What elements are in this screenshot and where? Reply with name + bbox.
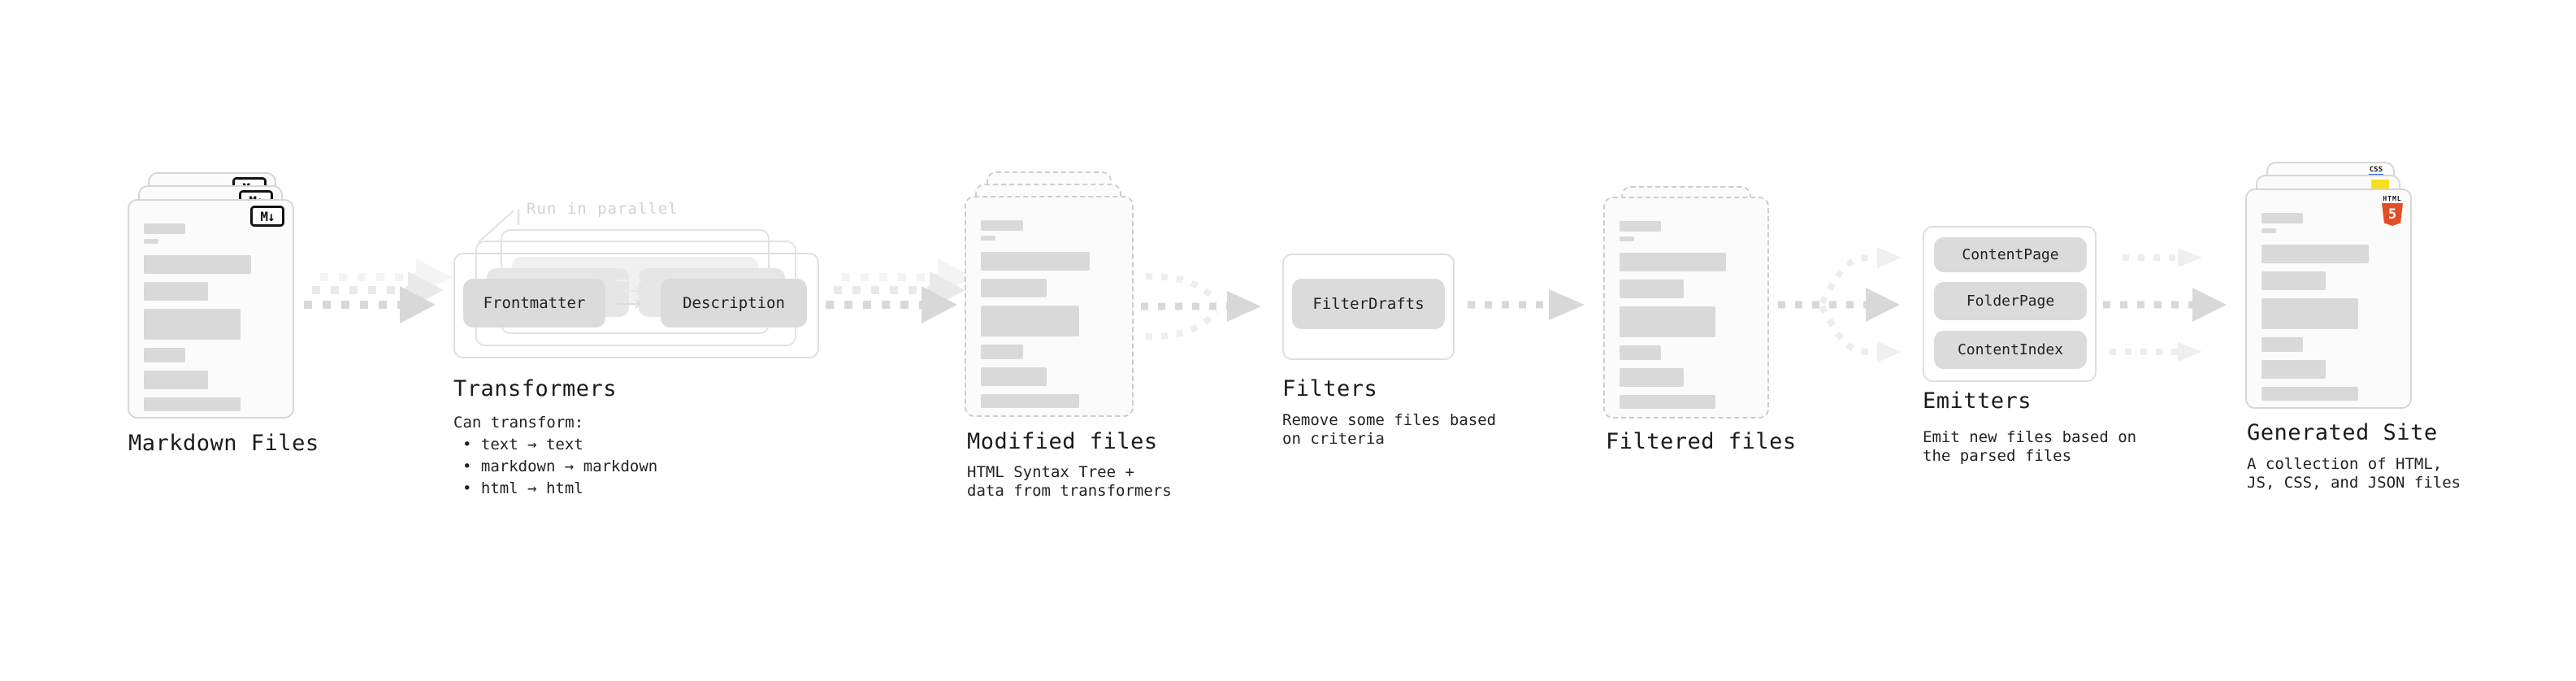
text-line-bar [1620, 395, 1716, 409]
html5-five: 5 [2387, 206, 2397, 223]
html5-word: HTML [2383, 195, 2402, 202]
text-line-bar [2262, 298, 2358, 329]
parallel-note-connector [478, 210, 520, 243]
markdown-icon-label: M↓ [260, 208, 275, 224]
arrow-markdown-to-transformers [304, 258, 452, 323]
text-line-bar [144, 309, 241, 340]
contentpage-pill: ContentPage [1934, 237, 2087, 272]
text-line-bar [144, 223, 186, 234]
emitters-label: Emitters [1923, 388, 2032, 414]
transform-step-arrow [616, 275, 642, 285]
text-line-bar [144, 239, 159, 244]
arrow-filters-to-filtered [1468, 289, 1585, 320]
text-line-bar [1620, 368, 1684, 387]
text-line-bar [1620, 253, 1727, 271]
text-line-bar [981, 394, 1079, 408]
text-line-bar [981, 306, 1079, 336]
text-line-bar [1620, 306, 1716, 337]
generated-file-card-front: HTML 5 [2245, 189, 2412, 409]
text-line-bar [981, 236, 996, 241]
filterdrafts-pill: FilterDrafts [1292, 279, 1445, 329]
html5-icon: HTML 5 [2381, 195, 2404, 226]
markdown-icon: M↓ [250, 206, 284, 227]
emitters-frame [1923, 226, 2097, 382]
text-line-bar [144, 282, 209, 301]
emitters-desc: Emit new files based on the parsed files [1923, 428, 2137, 465]
text-line-bar [2262, 228, 2277, 233]
transform-bullet: • markdown → markdown [462, 458, 658, 475]
text-line-bar [981, 345, 1024, 359]
run-in-parallel-note: Run in parallel [527, 200, 679, 218]
js-badge [2371, 180, 2389, 190]
transformers-desc-heading: Can transform: [453, 414, 584, 432]
html5-shield: 5 [2382, 203, 2403, 226]
filtered-files-label: Filtered files [1606, 429, 1797, 454]
text-line-bar [1620, 345, 1661, 360]
generated-site-label: Generated Site [2247, 420, 2438, 445]
text-line-bar [144, 255, 251, 274]
arrow-filtered-to-emitters [1778, 247, 1902, 362]
text-line-bar [2262, 245, 2369, 263]
markdown-files-label: Markdown Files [128, 431, 319, 456]
filters-label: Filters [1282, 376, 1378, 401]
transform-step-arrow [616, 286, 642, 296]
generated-site-desc: A collection of HTML, JS, CSS, and JSON … [2247, 455, 2461, 492]
arrow-modified-to-filters [1141, 273, 1261, 340]
contentindex-pill: ContentIndex [1934, 331, 2087, 369]
text-line-bar [1620, 221, 1661, 232]
text-line-bar [144, 371, 209, 389]
filters-desc: Remove some files based on criteria [1282, 411, 1497, 448]
modified-files-desc: HTML Syntax Tree + data from transformer… [967, 463, 1172, 500]
transform-step-arrow [616, 299, 642, 309]
text-line-bar [981, 220, 1024, 231]
text-line-bar [1620, 280, 1684, 298]
transformers-label: Transformers [453, 376, 618, 401]
filtered-file-card-front [1603, 197, 1769, 419]
modified-file-card-front [965, 196, 1134, 417]
transformers-bullets: • text → text • markdown → markdown • ht… [453, 434, 657, 500]
filters-frame [1282, 254, 1455, 360]
description-pill: Description [661, 279, 807, 327]
text-line-bar [2262, 387, 2358, 401]
modified-files-label: Modified files [967, 429, 1158, 454]
arrow-emitters-to-generated [2103, 248, 2227, 362]
document-skeleton [1620, 221, 1753, 409]
text-line-bar [2262, 271, 2327, 290]
document-skeleton [2262, 213, 2396, 401]
arrow-transformers-to-modified [826, 258, 974, 323]
document-skeleton [144, 223, 278, 411]
transformer-frame-front [453, 253, 819, 358]
text-line-bar [2262, 337, 2304, 352]
document-skeleton [981, 220, 1117, 408]
folderpage-pill: FolderPage [1934, 282, 2087, 320]
frontmatter-pill: Frontmatter [463, 279, 605, 327]
text-line-bar [2262, 360, 2327, 379]
text-line-bar [981, 279, 1047, 297]
text-line-bar [2262, 213, 2304, 223]
transform-bullet: • text → text [462, 436, 583, 453]
text-line-bar [1620, 236, 1635, 241]
text-line-bar [144, 397, 241, 411]
text-line-bar [981, 367, 1047, 386]
text-line-bar [144, 348, 186, 362]
transform-bullet: • html → html [462, 479, 583, 497]
text-line-bar [981, 252, 1091, 271]
markdown-file-card-front: M↓ [128, 199, 294, 419]
